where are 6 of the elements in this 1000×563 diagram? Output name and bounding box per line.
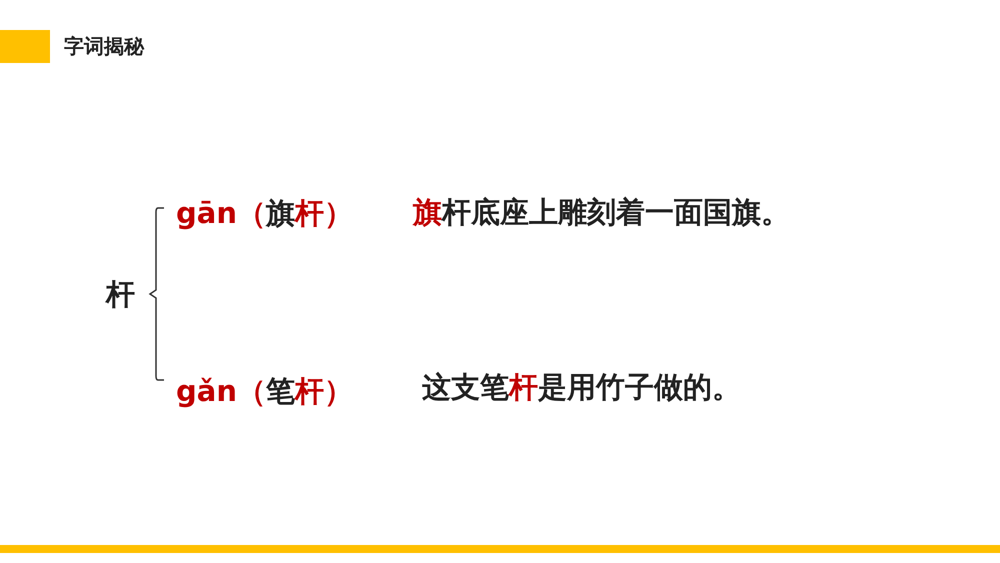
example-sentence: 旗杆底座上雕刻着一面国旗。 (413, 198, 790, 227)
pinyin-reading: gān（旗杆） (176, 199, 353, 228)
example-sentence: 这支笔杆是用竹子做的。 (422, 373, 741, 402)
headword: 杆 (106, 280, 135, 309)
heading: 字词揭秘 (64, 36, 144, 56)
pinyin-reading: gǎn（笔杆） (176, 377, 353, 406)
